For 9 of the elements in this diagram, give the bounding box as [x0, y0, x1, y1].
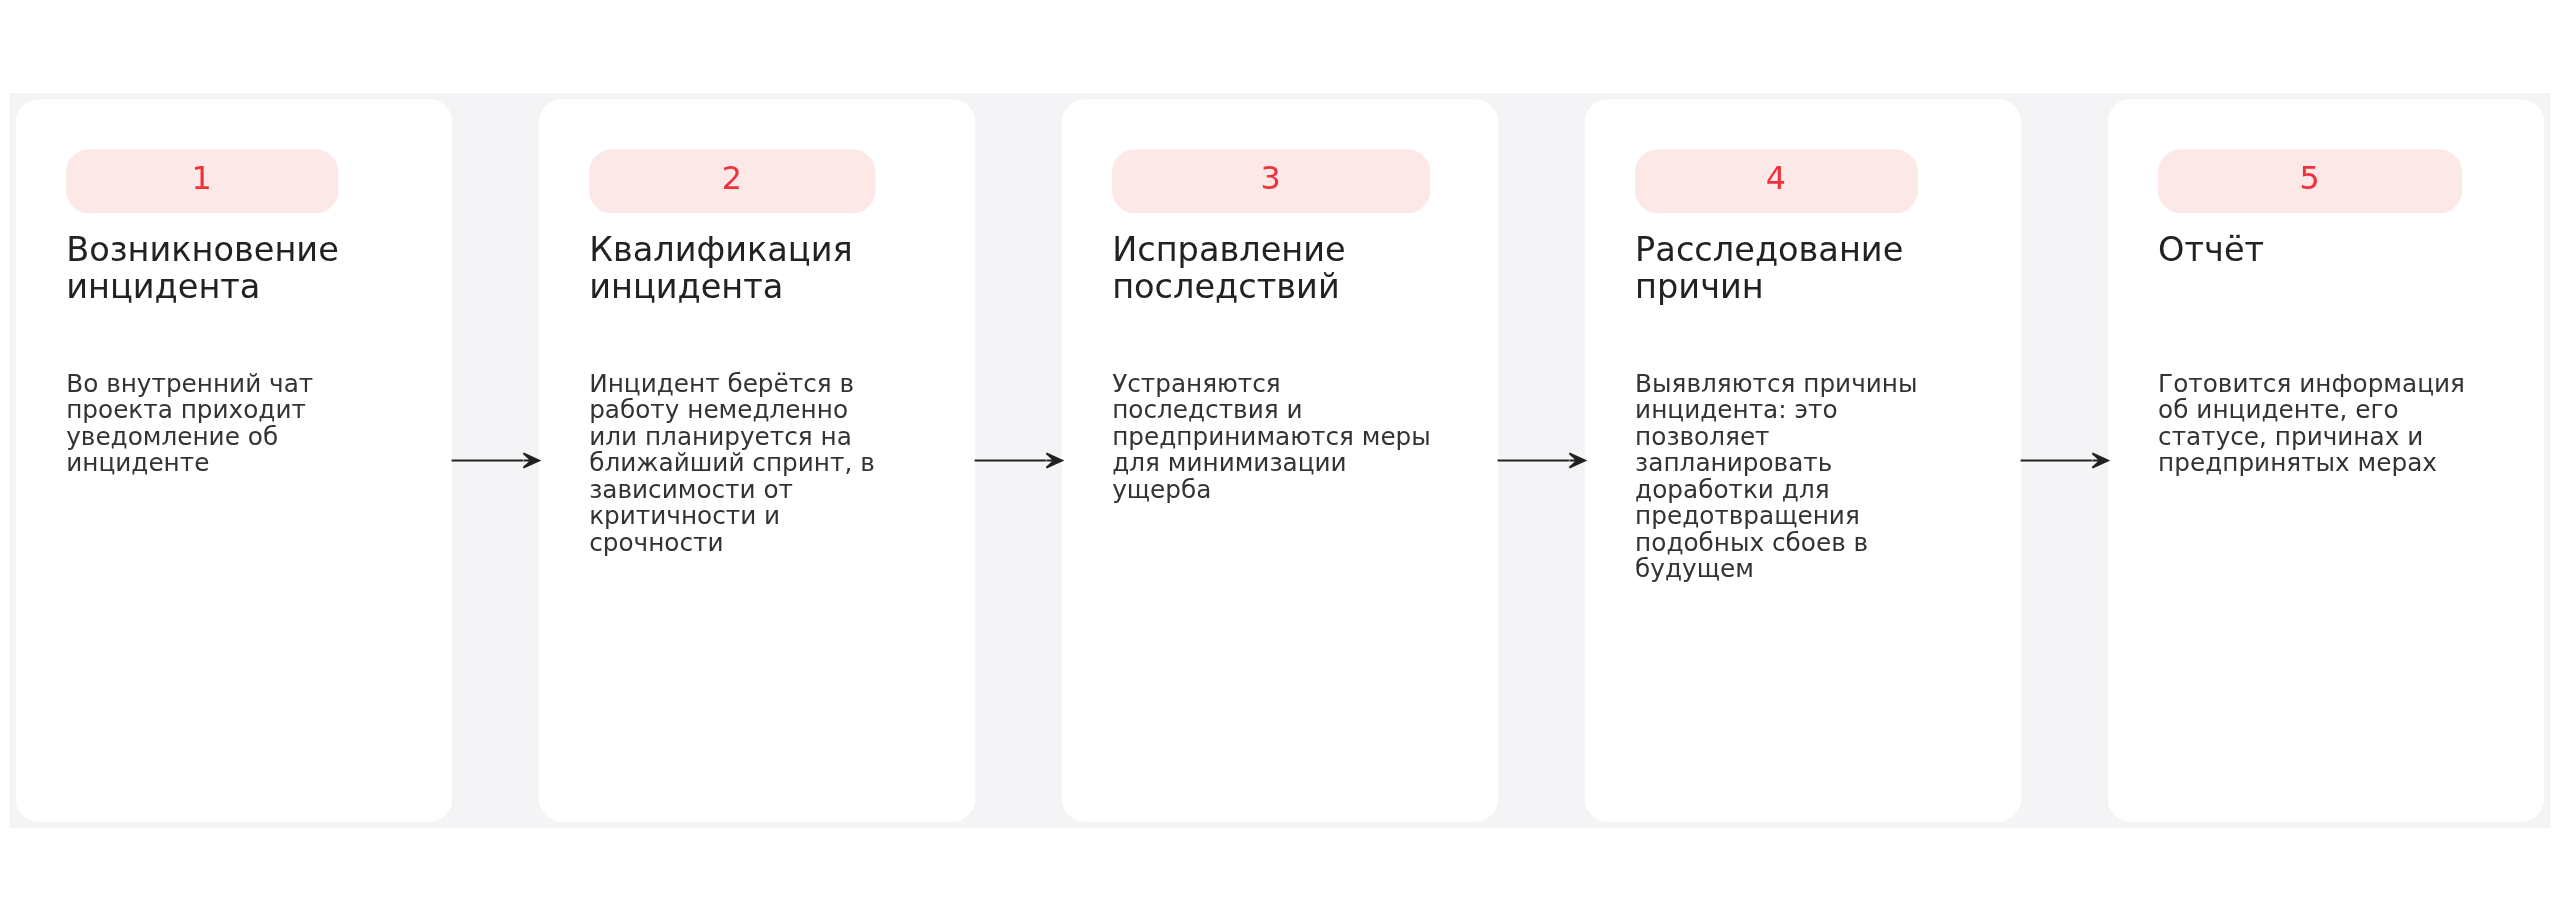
node-box: 1 Возникновение инцидента Во внутренний чат проекта приходит уведомление об инциденте [15, 98, 453, 822]
node-box: 3 Исправление последствий Устраняются последствия и предпринимаются меры для минимизации ущерба [1061, 98, 1499, 822]
node-box: 5 Отчёт Готовится информация об инциденте, его статусе, причинах и предпринятых мерах [2107, 98, 2545, 822]
node-box: 4 Расследование причин Выявляются причины инцидента: это позволяет запланировать доработки для предотвращения подобных сбоев в будущем [1584, 98, 2022, 822]
arrow [2019, 451, 2110, 469]
arrow [973, 451, 1064, 469]
node-box: 2 Квалификация инцидента Инцидент берётся в работу немедленно или планируется на ближайший спринт, в зависимости от критичности и срочности [538, 98, 976, 822]
arrow [1496, 451, 1587, 469]
arrow [450, 451, 541, 469]
